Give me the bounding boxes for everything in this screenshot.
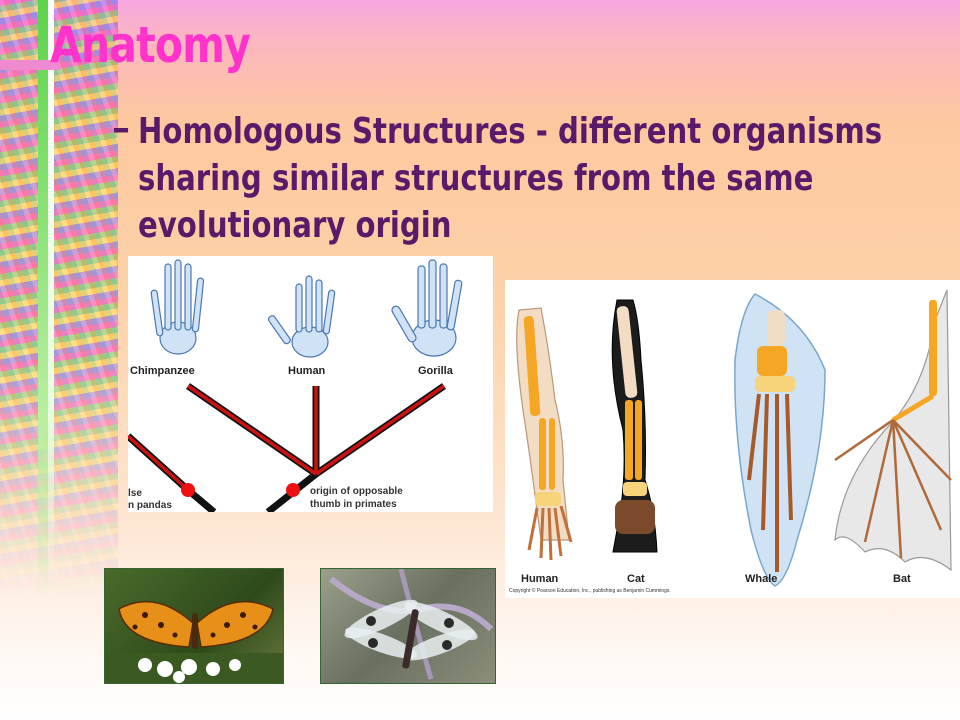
dragonfly-image (329, 569, 494, 680)
note-left-line2: n pandas (128, 500, 172, 511)
label-human: Human (288, 365, 326, 377)
cat-leg-illustration (611, 299, 658, 553)
butterfly-image (105, 600, 283, 683)
limb-comparison-figure: Human Cat Whale Bat Copyright © Pearson … (505, 280, 960, 598)
label-limb-whale: Whale (745, 573, 777, 585)
label-gorilla: Gorilla (418, 365, 454, 377)
wing-patches (366, 616, 454, 650)
node-marker-right (286, 483, 300, 497)
decorative-green-bar (38, 0, 48, 600)
label-chimpanzee: Chimpanzee (130, 365, 195, 377)
decorative-texture-strip (0, 0, 118, 600)
bullet-dash: – (112, 108, 130, 149)
primate-hands-svg: Chimpanzee Human Gorilla lse n pandas (128, 259, 463, 512)
note-left-line1: lse (128, 488, 142, 499)
human-arm-illustration (516, 307, 573, 561)
label-limb-cat: Cat (627, 573, 645, 585)
bat-finger-bones (834, 418, 952, 559)
human-finger-bones (527, 505, 573, 561)
bat-wing-illustration (834, 289, 952, 572)
dragonfly-photo (320, 568, 496, 684)
butterfly-photo (104, 568, 284, 684)
copyright-notice: Copyright © Pearson Education, Inc., pub… (509, 587, 671, 594)
whale-flipper-illustration (734, 293, 826, 587)
node-marker-left (181, 483, 195, 497)
label-limb-human: Human (521, 573, 559, 585)
note-right-line1: origin of opposable (310, 486, 403, 497)
slide-title: Anatomy (50, 16, 251, 74)
label-limb-bat: Bat (893, 573, 911, 585)
decorative-pink-bar (0, 60, 60, 70)
white-flowers (138, 658, 241, 683)
primate-hands-figure: Chimpanzee Human Gorilla lse n pandas (128, 256, 493, 512)
whale-digit-bones (747, 393, 793, 572)
decorative-white-bar (48, 0, 54, 600)
wing-spots (132, 612, 258, 638)
human-hand-icon (267, 275, 336, 358)
gorilla-hand-icon (391, 259, 463, 357)
bullet-text: Homologous Structures - different organi… (138, 111, 883, 246)
limb-comparison-svg: Human Cat Whale Bat Copyright © Pearson … (509, 289, 952, 594)
phylogeny-tree-branches (128, 384, 445, 492)
note-right-line2: thumb in primates (310, 499, 397, 510)
chimpanzee-hand-icon (150, 259, 205, 355)
